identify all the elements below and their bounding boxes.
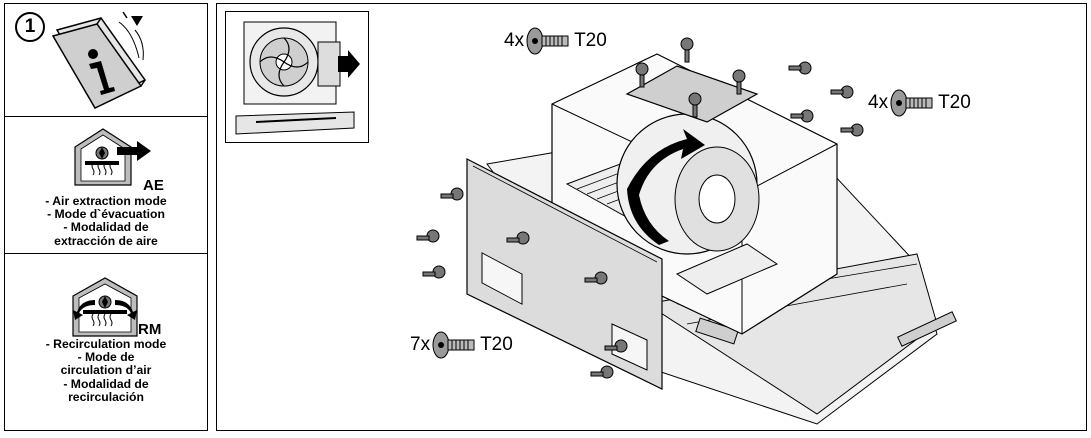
screw-quantity: 4x — [868, 92, 889, 113]
mode-label: extracción de aire — [54, 233, 158, 248]
screw-quantity: 4x — [504, 30, 525, 51]
legend-panel: 1 AE - Air extract — [4, 3, 208, 431]
mode-code-rm: RM — [138, 321, 162, 338]
mode-label: - Mode de — [77, 350, 135, 365]
extraction-mode-labels: - Air extraction mode - Mode d`évacuatio… — [5, 194, 207, 248]
blower-motor-inset-icon — [225, 11, 369, 143]
torx-screw-icon — [526, 27, 569, 55]
torx-screw-icon — [432, 331, 475, 359]
mode-code-ae: AE — [143, 177, 164, 194]
mode-label: - Modalidad de — [63, 220, 149, 235]
hood-exploded-view — [416, 37, 957, 425]
torx-size: T20 — [938, 92, 971, 113]
callout-bottom-screws: 7x T20 — [410, 330, 513, 360]
mode-label: - Air extraction mode — [45, 194, 167, 208]
screw-quantity: 7x — [410, 334, 431, 355]
torx-size: T20 — [574, 30, 607, 51]
callout-top-screws: 4x T20 — [504, 26, 607, 56]
air-extraction-icon — [74, 128, 151, 186]
torx-size: T20 — [480, 334, 513, 355]
info-manual-icon — [51, 11, 147, 109]
callout-right-screws: 4x T20 — [868, 88, 971, 118]
recirculation-mode-labels: - Recirculation mode - Mode de circulati… — [5, 337, 207, 404]
mode-label: - Modalidad de — [63, 376, 149, 391]
mode-label: recirculación — [68, 389, 144, 404]
extraction-mode-cell: AE - Air extraction mode - Mode d`évacua… — [5, 117, 207, 254]
step-number: 1 — [15, 12, 45, 42]
mode-label: - Recirculation mode — [45, 337, 167, 351]
mode-label: circulation d’air — [60, 363, 152, 378]
assembly-illustration-panel: 4x T20 4x T20 7x T20 — [216, 3, 1087, 431]
recirculation-mode-cell: RM - Recirculation mode - Mode de circul… — [5, 254, 207, 430]
mode-label: - Mode d`évacuation — [47, 207, 165, 222]
torx-screw-icon — [890, 89, 933, 117]
info-cell: 1 — [5, 4, 207, 117]
air-recirculation-icon — [72, 277, 138, 337]
